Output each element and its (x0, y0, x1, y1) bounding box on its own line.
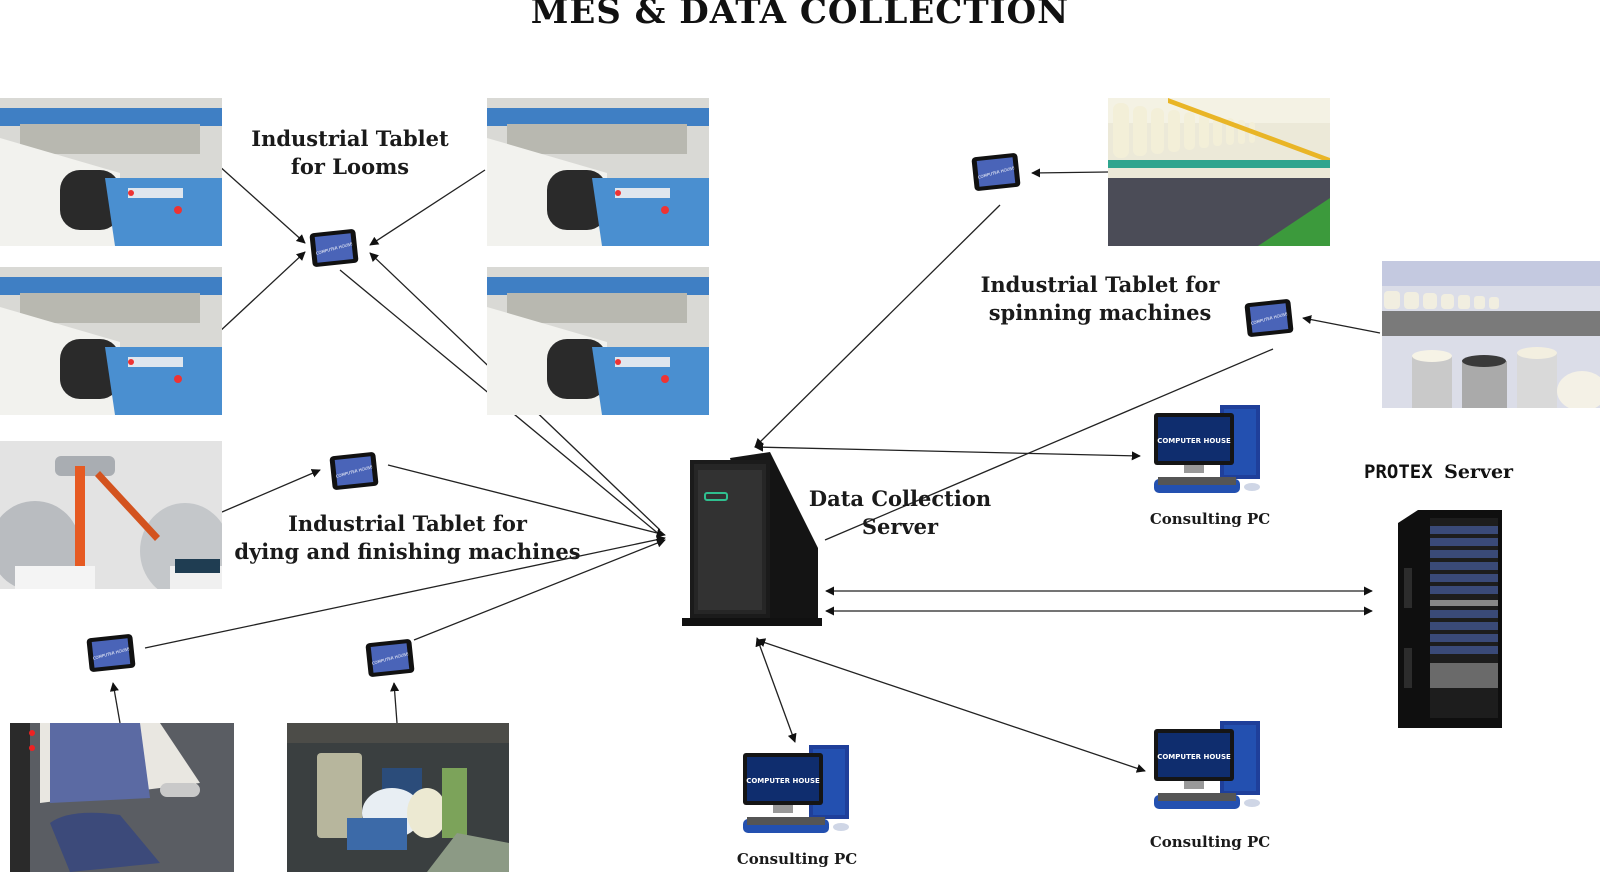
label-line: Data Collection (808, 486, 992, 511)
connector-dye-tablet (221, 469, 321, 513)
spinning-tablet-label: Industrial Tablet for spinning machines (960, 271, 1240, 327)
connector-spin2-tablet (1302, 315, 1381, 334)
industrial-tablet-icon: COMPUTER HOUSE (308, 229, 360, 267)
label-line: dying and finishing machines (234, 539, 581, 564)
protex-server-label: PROTEX Server (1364, 461, 1513, 483)
consulting-pc-label: Consulting PC (1149, 510, 1271, 528)
loom-machine-photo (487, 98, 709, 246)
connector-loom3-tablet (369, 169, 486, 246)
industrial-tablet-icon: COMPUTER HOUSE (1243, 299, 1295, 337)
loom-machine-photo (0, 267, 222, 415)
consulting-pc-label: Consulting PC (736, 850, 858, 868)
connector-server-pc3 (756, 638, 1146, 773)
consulting-pc-icon: COMPUTER HOUSE (1148, 719, 1268, 819)
label-line: spinning machines (988, 300, 1212, 325)
connector-loom1-tablet (217, 164, 306, 244)
connector-spin1-tablet (1031, 168, 1109, 178)
connector-finish2-tablet (390, 682, 400, 724)
finishing-machine-photo (287, 723, 509, 872)
protex-server-suffix: Server (1444, 461, 1514, 483)
spinning-machine-photo (1382, 261, 1600, 408)
label-line: Industrial Tablet for (288, 511, 527, 536)
connector-spintablet-server (754, 204, 1001, 448)
loom-machine-photo (487, 267, 709, 415)
connector-loom2-tablet (217, 251, 306, 334)
connector-tablet-left-server (144, 535, 666, 649)
label-line: Industrial Tablet (251, 126, 449, 151)
protex-brand: PROTEX (1364, 461, 1433, 483)
dyeing-tablet-label: Industrial Tablet for dying and finishin… (225, 510, 590, 566)
consulting-pc-icon: COMPUTER HOUSE (1148, 403, 1268, 503)
spinning-machine-photo (1108, 98, 1330, 246)
industrial-tablet-icon: COMPUTER HOUSE (328, 452, 380, 490)
svg-text:COMPUTER HOUSE: COMPUTER HOUSE (746, 777, 820, 785)
diagram-title: MES & DATA COLLECTION (530, 0, 1070, 32)
industrial-tablet-icon: COMPUTER HOUSE (364, 639, 416, 677)
protex-server-rack-icon (1390, 508, 1502, 733)
connector-finish1-tablet (109, 682, 121, 724)
finishing-machine-photo (10, 723, 234, 872)
connector-server-pc2 (755, 637, 797, 743)
looms-tablet-label: Industrial Tablet for Looms (240, 125, 460, 181)
consulting-pc-icon: COMPUTER HOUSE (737, 743, 857, 843)
industrial-tablet-icon: COMPUTER HOUSE (970, 153, 1022, 191)
connector-tablet-mid-server (413, 538, 666, 641)
data-collection-server-icon (680, 448, 825, 628)
dyeing-machine-photo (0, 441, 222, 589)
data-collection-server-label: Data Collection Server (800, 485, 1000, 541)
svg-text:COMPUTER HOUSE: COMPUTER HOUSE (1157, 437, 1231, 445)
industrial-tablet-icon: COMPUTER HOUSE (85, 634, 137, 672)
connector-server-pc1 (754, 442, 1141, 461)
connector-dyetablet-server (387, 464, 666, 538)
label-line: Industrial Tablet for (980, 272, 1220, 297)
svg-text:COMPUTER HOUSE: COMPUTER HOUSE (1157, 753, 1231, 761)
label-line: Server (861, 514, 939, 539)
loom-machine-photo (0, 98, 222, 246)
consulting-pc-label: Consulting PC (1149, 833, 1271, 851)
label-line: for Looms (290, 154, 410, 179)
